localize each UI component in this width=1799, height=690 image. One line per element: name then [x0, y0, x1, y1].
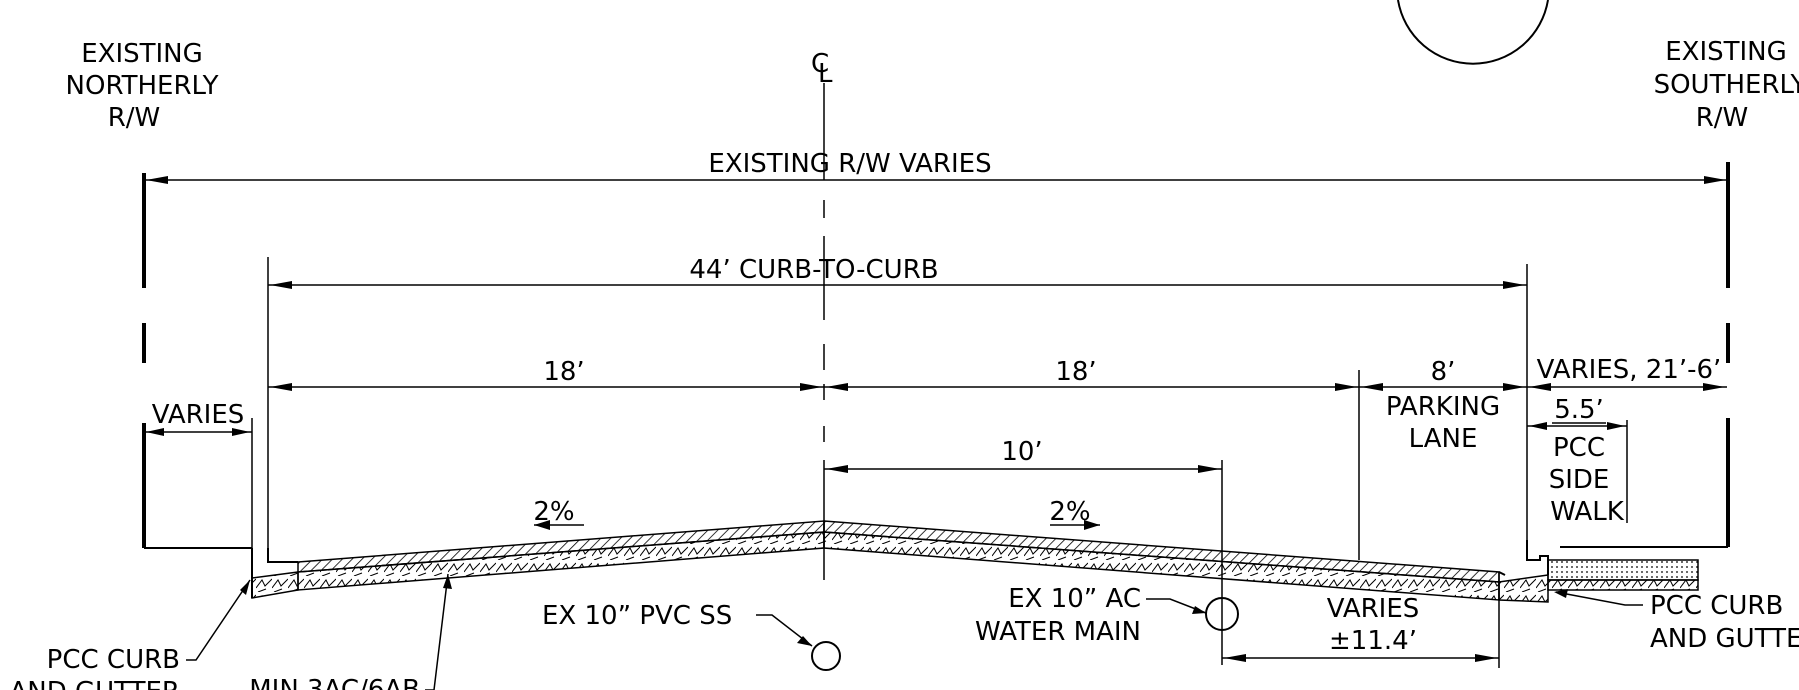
slope-arrows: [534, 520, 1100, 530]
label-parking-2: LANE: [1409, 424, 1478, 454]
label-curb-right-2: AND GUTTER: [1650, 624, 1799, 654]
pcc-sidewalk: [1547, 559, 1699, 581]
label-sidewalk-1: PCC: [1553, 433, 1605, 463]
label-north-rw-3: R/W: [108, 103, 161, 133]
label-south-rw-2: SOUTHERLY: [1654, 70, 1799, 100]
label-north-rw-2: NORTHERLY: [66, 71, 219, 101]
dimension-lane-widths: [268, 370, 1727, 560]
label-water-offset: 10’: [1001, 437, 1042, 467]
label-sidewalk-2: SIDE: [1549, 465, 1610, 495]
label-slope-left: 2%: [533, 497, 574, 527]
centerline-symbol: C L: [811, 49, 833, 89]
label-slope-right: 2%: [1049, 497, 1090, 527]
svg-text:L: L: [818, 59, 833, 89]
label-curb-to-curb: 44’ CURB-TO-CURB: [689, 255, 938, 285]
water-main-pipe: [1205, 597, 1239, 631]
dimension-varies-left: [144, 418, 253, 578]
label-south-rw-3: R/W: [1696, 103, 1749, 133]
label-sewer: EX 10” PVC SS: [542, 601, 732, 631]
label-parking-1: PARKING: [1386, 392, 1500, 422]
label-south-rw-1: EXISTING: [1665, 37, 1787, 67]
curb-gutter-left: [251, 571, 299, 599]
label-pavement-section: MIN 3AC/6AB: [249, 675, 420, 690]
label-left-lane: 18’: [543, 357, 584, 387]
label-varies-bottom-1: VARIES: [1327, 594, 1420, 624]
label-curb-left-1: PCC CURB: [47, 645, 180, 675]
label-parking-width: 8’: [1431, 357, 1456, 387]
curb-gutter-right: [1498, 574, 1549, 603]
dimension-sidewalk: [1527, 420, 1628, 523]
sewer-pipe: [811, 641, 841, 671]
label-sidewalk-3: WALK: [1550, 497, 1625, 527]
ground-outline: [144, 540, 1728, 576]
label-varies-left: VARIES: [152, 400, 245, 430]
label-north-rw-1: EXISTING: [81, 39, 203, 69]
label-curb-right-1: PCC CURB: [1650, 591, 1783, 621]
label-varies-right: VARIES, 21’-6’: [1537, 355, 1722, 385]
sidewalk-base: [1547, 579, 1699, 591]
label-sidewalk-width: 5.5’: [1554, 395, 1604, 425]
svg-text:C: C: [811, 49, 829, 79]
detail-callout-circle: [1397, 0, 1549, 65]
label-water-main-2: WATER MAIN: [975, 617, 1141, 647]
label-varies-bottom-2: ±11.4’: [1329, 626, 1417, 656]
label-existing-rw: EXISTING R/W VARIES: [708, 149, 991, 179]
leaders: [186, 573, 1643, 690]
dimension-existing-rw: [144, 176, 1728, 184]
label-right-lane: 18’: [1055, 357, 1096, 387]
label-curb-left-2: AND GUTTER: [10, 677, 181, 690]
dimension-curb-to-curb: [267, 257, 1528, 548]
label-water-main-1: EX 10” AC: [1008, 584, 1141, 614]
